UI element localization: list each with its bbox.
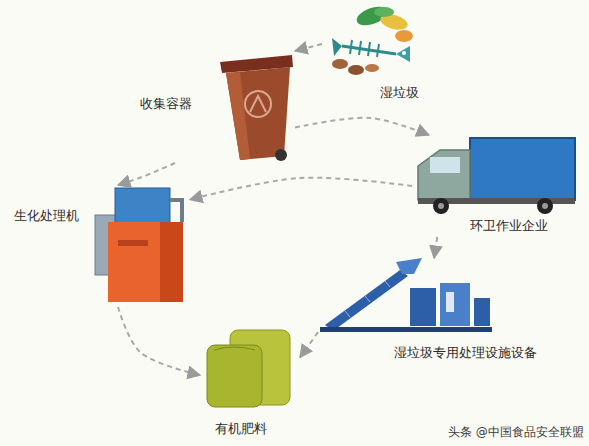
product-stage: 有机肥料 xyxy=(200,322,300,440)
stage-label: 湿垃圾专用处理设施设备 xyxy=(394,345,537,361)
source-stage: 湿垃圾 xyxy=(322,4,430,104)
transport-stage: 环卫作业企业 xyxy=(412,135,580,237)
flow-arrow xyxy=(295,118,429,135)
treatment-stage: 生化处理机 xyxy=(10,185,190,307)
flow-arrow xyxy=(300,332,318,357)
stage-label: 生化处理机 xyxy=(14,208,79,224)
flow-arrow xyxy=(118,307,200,375)
flow-arrow xyxy=(295,44,322,51)
flow-arrow xyxy=(434,237,437,258)
fertilizer-bags-icon xyxy=(207,330,290,407)
stage-label: 环卫作业企业 xyxy=(470,218,548,234)
waste-bin-icon xyxy=(220,55,293,161)
food-waste-icon xyxy=(332,3,413,75)
flow-arrow xyxy=(190,178,412,200)
facility-stage: 湿垃圾专用处理设施设备 xyxy=(318,258,576,364)
flow-arrow xyxy=(118,163,175,185)
collection-stage: 收集容器 xyxy=(135,45,295,163)
stage-label: 收集容器 xyxy=(140,96,192,112)
truck-icon xyxy=(418,138,575,214)
stage-label: 有机肥料 xyxy=(215,421,267,437)
processing-facility-icon xyxy=(320,258,492,332)
stage-label: 湿垃圾 xyxy=(380,85,419,101)
watermark: 头条 @中国食品安全联盟 xyxy=(448,425,584,440)
biochemical-machine-icon xyxy=(95,188,183,302)
